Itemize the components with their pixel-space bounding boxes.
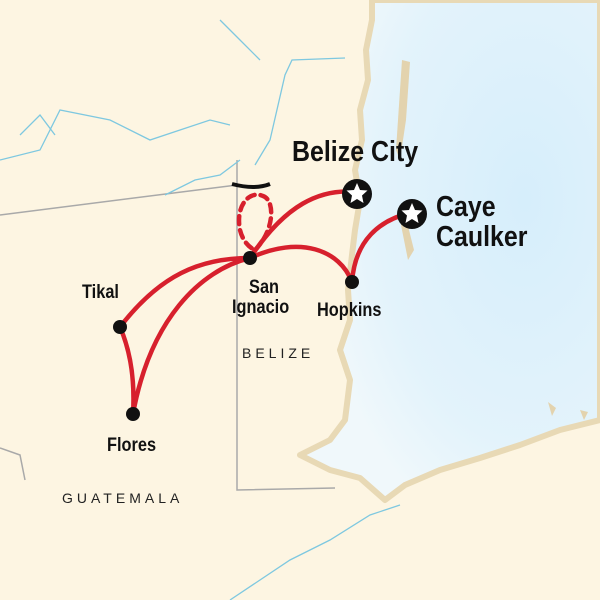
marker-hopkins (345, 275, 359, 289)
label-line: Ignacio (232, 296, 290, 318)
label-flores: Flores (107, 435, 157, 456)
caye (400, 218, 414, 260)
route-san-ignacio-hopkins (247, 244, 355, 285)
label-san-ignacio: San Ignacio (232, 278, 289, 318)
marker-flores (126, 407, 140, 421)
star-icon (397, 199, 427, 229)
label-line: Caye (436, 191, 496, 223)
borders (0, 160, 336, 491)
route-flores-san-ignacio (130, 255, 253, 417)
label-belize: BELIZE (242, 345, 315, 361)
caye (396, 60, 410, 160)
star-icon (342, 179, 372, 209)
marker-tikal (113, 320, 127, 334)
side-trip-loop (236, 192, 274, 253)
cave-icon (231, 182, 271, 189)
label-line: Caulker (436, 221, 528, 254)
route-tikal-san-ignacio (117, 255, 253, 330)
marker-san-ignacio (243, 251, 257, 265)
caye (548, 402, 556, 416)
markers (113, 179, 427, 421)
rivers (0, 19, 401, 600)
caye (580, 410, 588, 420)
label-tikal: Tikal (82, 282, 119, 303)
label-caye-caulker: Caye Caulker (436, 192, 527, 253)
sea (297, 0, 600, 503)
label-hopkins: Hopkins (317, 300, 382, 321)
label-belize-city: Belize City (292, 136, 419, 168)
label-guatemala: GUATEMALA (62, 490, 184, 506)
label-line: San (249, 277, 280, 298)
